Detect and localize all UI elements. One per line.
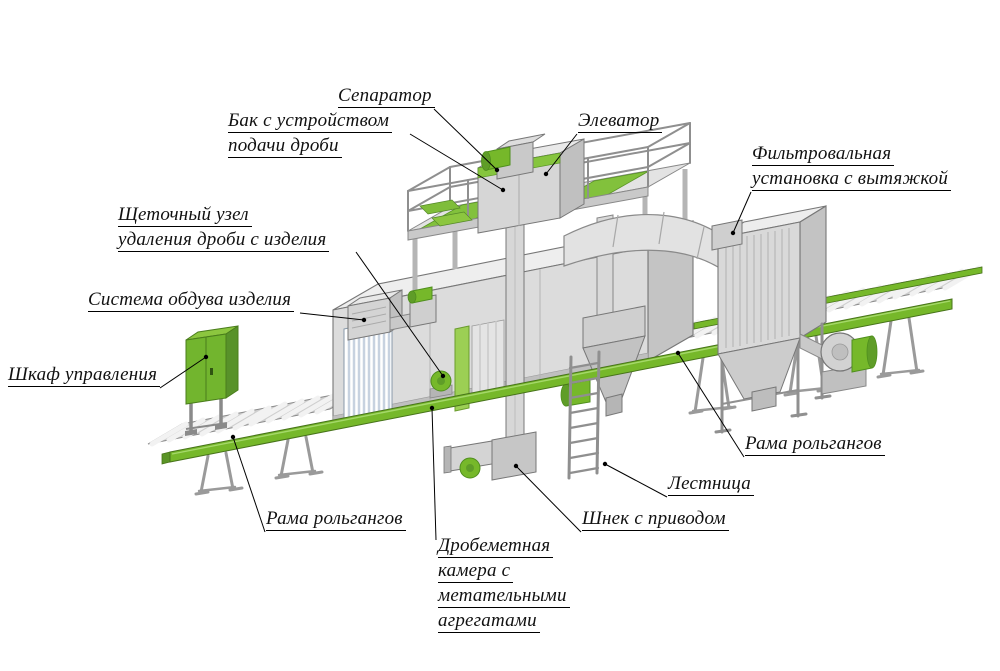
label-blow-off-system: Система обдува изделия (88, 289, 295, 314)
label-ladder: Лестница (668, 473, 754, 498)
label-roller-frame-left: Рама рольгангов (266, 508, 406, 533)
brush-unit (407, 286, 437, 328)
cabinet-handle-icon (210, 368, 213, 375)
control-cabinet (185, 325, 239, 436)
elevator-drive-motor-icon (481, 146, 511, 171)
separator-tank (419, 133, 585, 234)
label-blow-off-system-text: Система обдува изделия (88, 289, 295, 312)
label-blast-chamber-text: Дробеметная (438, 535, 554, 558)
label-blast-chamber-text: агрегатами (438, 610, 540, 633)
brush-motor-icon (407, 286, 433, 304)
label-brush-unit-text: Щеточный узел (118, 204, 252, 227)
exhaust-duct (563, 211, 738, 283)
label-shot-feed-tank-text: подачи дроби (228, 135, 342, 158)
label-roller-frame-left-text: Рама рольгангов (266, 508, 406, 531)
label-roller-frame-right-text: Рама рольгангов (745, 433, 885, 456)
label-shot-feed-tank-text: Бак с устройством (228, 110, 393, 133)
filter-unit (711, 205, 878, 434)
screw-conveyor (443, 431, 537, 481)
label-screw-drive: Шнек с приводом (582, 508, 729, 533)
label-blast-chamber-text: метательными (438, 585, 570, 608)
chamber-motor-icon (429, 370, 453, 399)
label-elevator-text: Элеватор (578, 110, 663, 133)
label-blast-chamber: Дробеметная камера с метательными агрега… (438, 535, 570, 635)
label-separator: Сепаратор (338, 85, 435, 110)
label-shot-feed-tank: Бак с устройством подачи дроби (228, 110, 393, 160)
label-elevator: Элеватор (578, 110, 663, 135)
screw-motor-icon (459, 457, 481, 479)
leader-lines (159, 108, 752, 541)
label-control-cabinet-text: Шкаф управления (8, 364, 161, 387)
label-control-cabinet: Шкаф управления (8, 364, 161, 389)
label-separator-text: Сепаратор (338, 85, 435, 108)
label-filter-unit-text: Фильтровальная (752, 143, 895, 166)
fan-motor-icon (851, 335, 878, 373)
blow-off-system (347, 289, 411, 341)
label-screw-drive-text: Шнек с приводом (582, 508, 729, 531)
label-brush-unit: Щеточный узел удаления дроби с изделия (118, 204, 330, 254)
label-filter-unit: Фильтровальная установка с вытяжкой (752, 143, 952, 193)
label-brush-unit-text: удаления дроби с изделия (118, 229, 330, 252)
ladder (567, 350, 601, 480)
label-blast-chamber-text: камера с (438, 560, 514, 583)
label-ladder-text: Лестница (668, 473, 754, 496)
label-filter-unit-text: установка с вытяжкой (752, 168, 952, 191)
label-roller-frame-right: Рама рольгангов (745, 433, 885, 458)
